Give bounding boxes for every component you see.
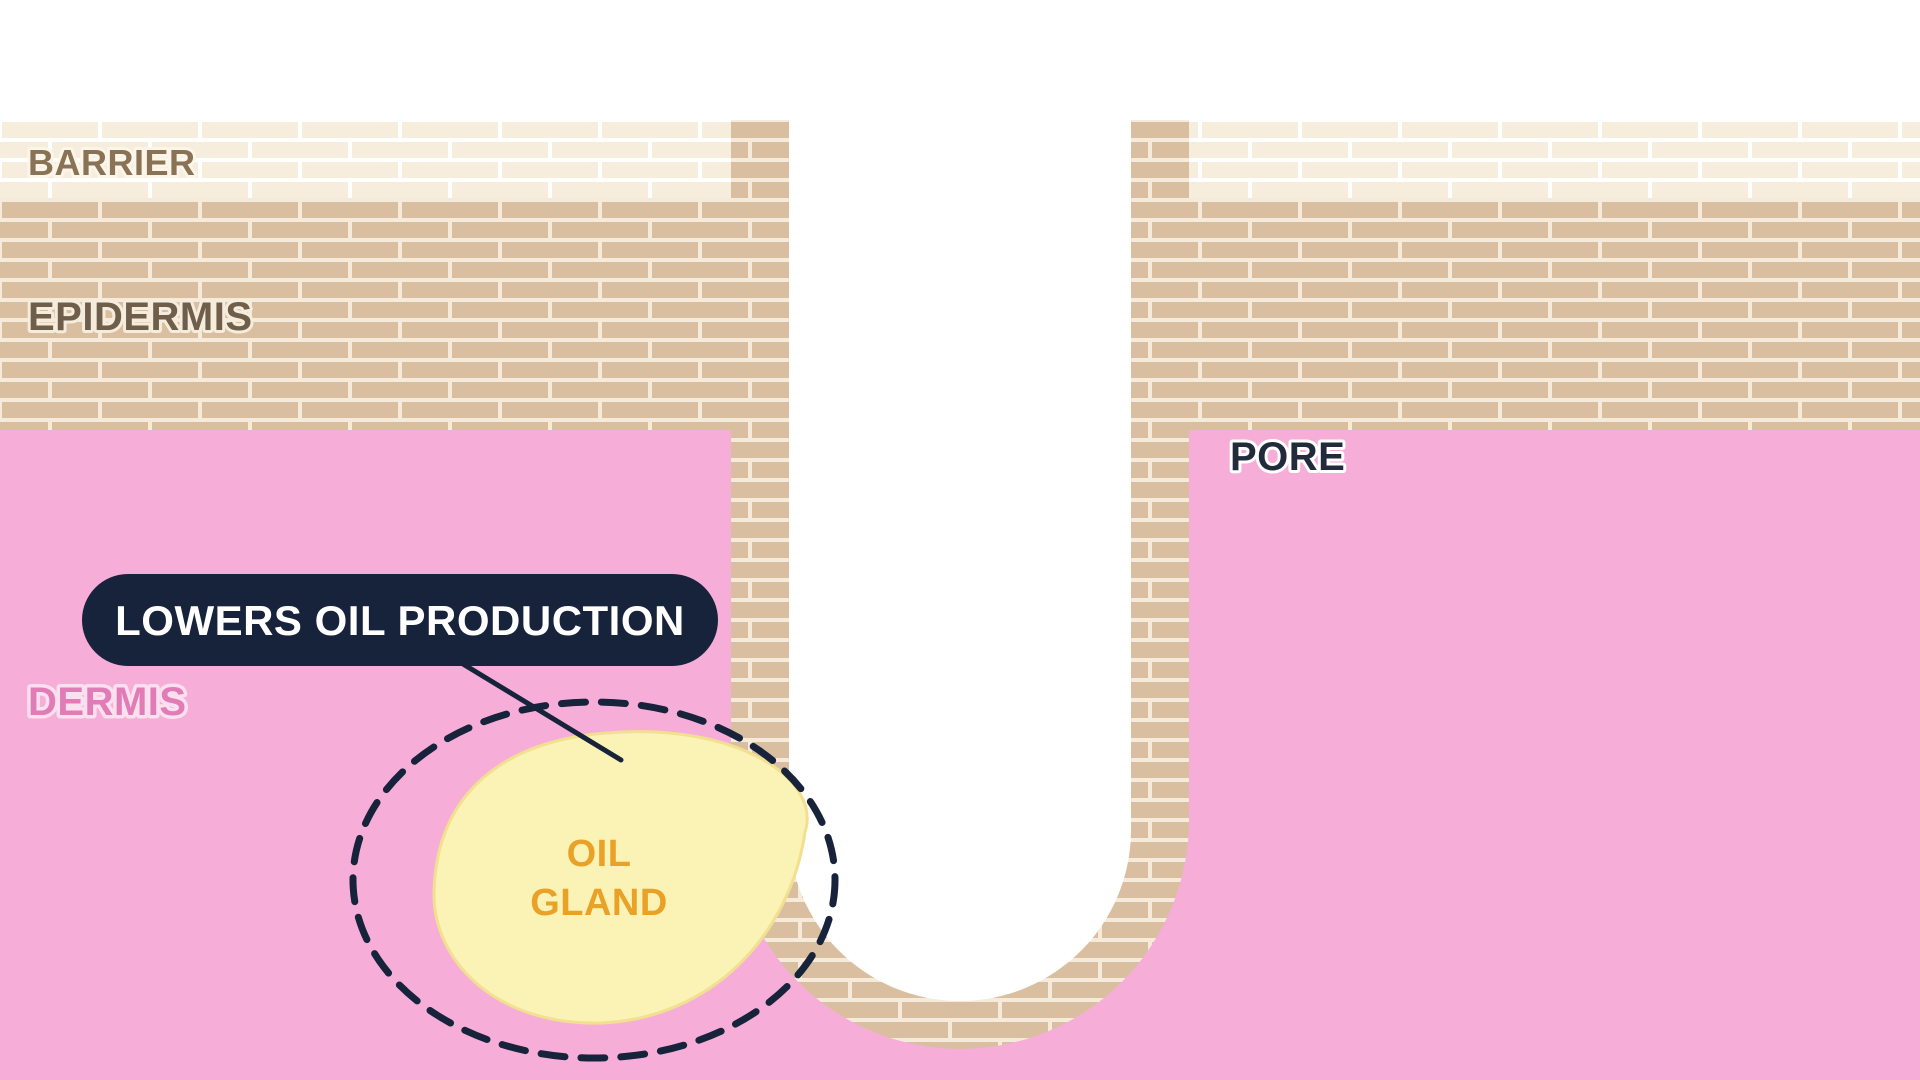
barrier-layer-right [1189, 120, 1920, 198]
oil-gland-highlight-ring [349, 698, 839, 1062]
callout-text: LOWERS OIL PRODUCTION [115, 597, 685, 644]
pore-label: PORE [1230, 435, 1345, 479]
barrier-layer-left [0, 120, 731, 198]
callout-badge: LOWERS OIL PRODUCTION [82, 574, 718, 666]
callout-badge-background [82, 574, 718, 666]
barrier-label: BARRIER [28, 142, 196, 183]
dermis-label: DERMIS [28, 680, 187, 724]
pore-opening [789, 120, 1131, 1001]
callout-pointer-line [460, 661, 624, 763]
oil-gland-label-line2: GLAND [530, 882, 668, 924]
oil-gland-label-line1: OIL [567, 833, 632, 875]
epidermis-label: EPIDERMIS [28, 295, 253, 339]
